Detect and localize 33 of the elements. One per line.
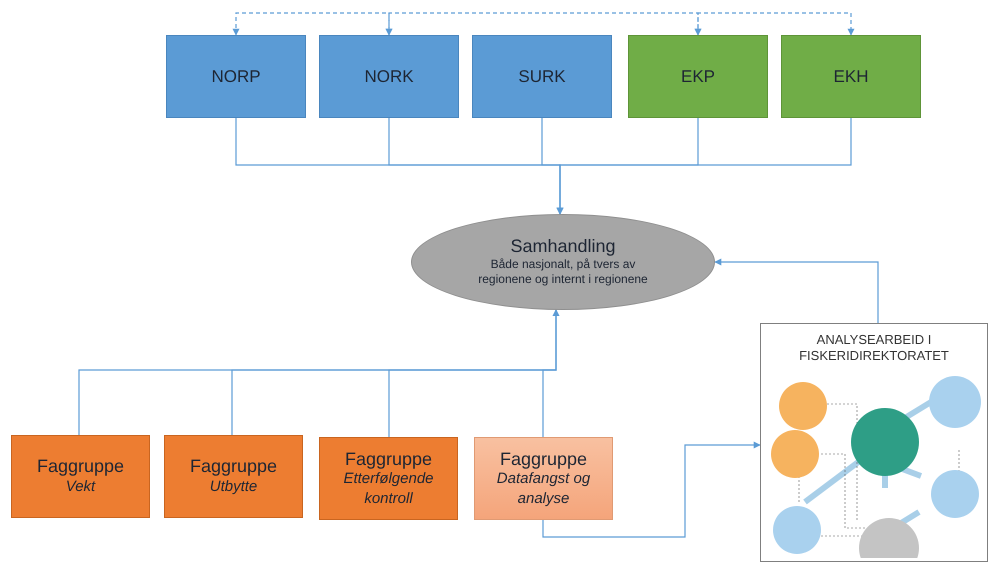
node-title: Faggruppe xyxy=(36,456,124,478)
group-box xyxy=(164,435,303,518)
inset-title: ANALYSEARBEID I FISKERIDIREKTORATET xyxy=(798,332,950,364)
region-box xyxy=(319,35,459,118)
group-box xyxy=(11,435,150,518)
connector-arrow xyxy=(556,118,852,215)
node-title: Faggruppe xyxy=(500,448,588,470)
node-title: NORK xyxy=(364,66,414,86)
node-title: NORP xyxy=(211,66,261,86)
group-box xyxy=(474,437,613,520)
dashed-connector-arrow xyxy=(694,12,854,36)
region-box xyxy=(472,35,612,118)
inset-panel xyxy=(760,323,988,562)
node-title: SURK xyxy=(518,66,566,86)
unit-box xyxy=(628,35,768,118)
unit-box xyxy=(781,35,921,118)
node-title: EKP xyxy=(680,66,716,86)
group-box xyxy=(319,437,458,520)
region-box xyxy=(166,35,306,118)
node-subtitle: Vekt xyxy=(66,477,96,497)
dashed-connector-arrow xyxy=(386,12,702,36)
node-subtitle: Utbytte xyxy=(210,477,258,497)
connector-arrow xyxy=(542,442,761,538)
node-subtitle: Etterfølgende kontroll xyxy=(342,469,435,508)
connector-arrow xyxy=(542,309,560,437)
node-title: Samhandling xyxy=(510,236,616,257)
node-title: EKH xyxy=(834,66,868,86)
node-title: Faggruppe xyxy=(190,456,278,478)
node-subtitle: Datafangst og analyse xyxy=(496,469,592,508)
connector-arrow xyxy=(714,258,879,323)
node-title: Faggruppe xyxy=(344,448,432,470)
node-subtitle: Både nasjonalt, på tvers av regionene og internt i regionene xyxy=(477,256,649,288)
dashed-connector-arrow xyxy=(232,12,392,36)
